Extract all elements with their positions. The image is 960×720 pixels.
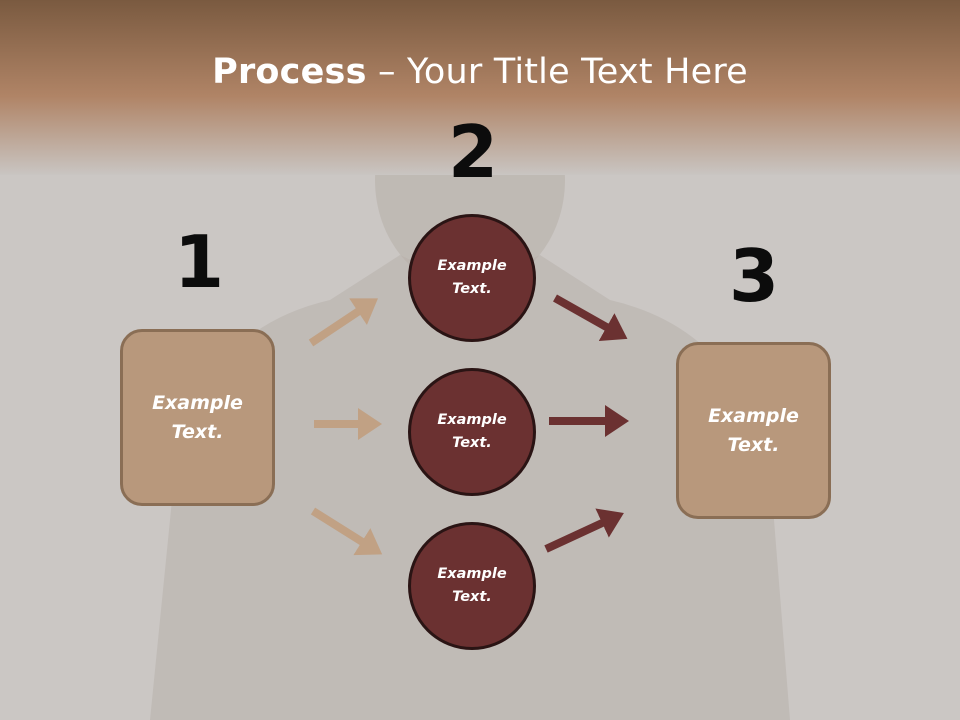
arrow-left-to-bottom xyxy=(310,507,383,556)
step-number-2: 2 xyxy=(447,110,499,194)
circle-top-line2: Text. xyxy=(452,281,492,297)
circle-top-line1: Example xyxy=(437,258,507,274)
step-number-3: 3 xyxy=(728,234,780,318)
left-box-line1: Example xyxy=(152,391,243,414)
circle-bottom-line2: Text. xyxy=(452,589,492,605)
title-bold: Process xyxy=(212,52,367,92)
circle-middle-line1: Example xyxy=(437,412,507,428)
arrow-top-to-right xyxy=(553,294,628,342)
arrow-bottom-to-right xyxy=(544,508,624,553)
left-box-line2: Text. xyxy=(171,420,224,443)
right-box-line2: Text. xyxy=(727,433,780,456)
right-box-line1: Example xyxy=(708,404,799,427)
circle-middle-line2: Text. xyxy=(452,435,492,451)
step-number-1: 1 xyxy=(173,220,225,304)
circle-bottom-line1: Example xyxy=(437,566,507,582)
arrow-left-to-top xyxy=(308,298,378,347)
title-rest: – Your Title Text Here xyxy=(366,52,748,92)
slide-title: Process – Your Title Text Here xyxy=(0,52,960,92)
